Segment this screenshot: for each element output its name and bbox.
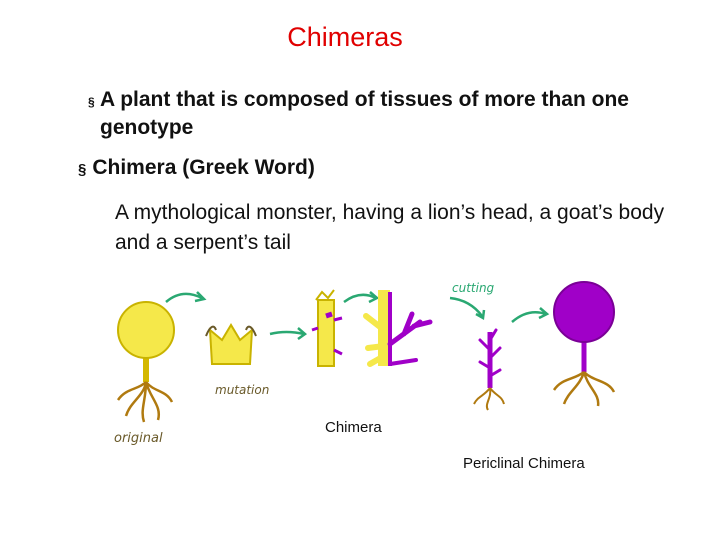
arrow-icon (343, 293, 377, 304)
mutation-label: mutation (215, 383, 269, 397)
arrow-head-icon (194, 291, 207, 303)
arrow-icon (449, 296, 483, 317)
periclinal-plant (552, 281, 616, 407)
branched-chimera (363, 290, 433, 367)
arrow-head-icon (368, 291, 380, 304)
cutting-label: cutting (452, 281, 495, 295)
arrow-head-icon (475, 309, 486, 321)
slide-title: Chimeras (287, 22, 403, 52)
mutated-stem: mutation (205, 323, 269, 397)
bullet-greek-word-text: Chimera (Greek Word) (92, 156, 315, 179)
arrow-icon (165, 292, 203, 303)
bullet-greek-word: § Chimera (Greek Word) (78, 156, 315, 180)
chimera-caption: Chimera (325, 419, 382, 436)
bullet-definition-text: A plant that is composed of tissues of m… (100, 88, 629, 139)
arrow-head-icon (538, 307, 550, 320)
chimera-illustration: original mutation cutting (114, 281, 616, 446)
bullet-marker: § (88, 95, 95, 109)
sectored-stem (311, 289, 343, 367)
arrow-head-icon (297, 327, 308, 341)
bullet-marker: § (78, 161, 87, 178)
rooted-cutting (473, 328, 505, 411)
periclinal-chimera-caption: Periclinal Chimera (463, 455, 585, 472)
arrow-icon (269, 330, 305, 336)
arrow-icon (511, 311, 547, 323)
original-plant: original (114, 301, 175, 446)
original-label: original (114, 431, 163, 446)
chimera-description: A mythological monster, having a lion’s … (115, 201, 665, 254)
